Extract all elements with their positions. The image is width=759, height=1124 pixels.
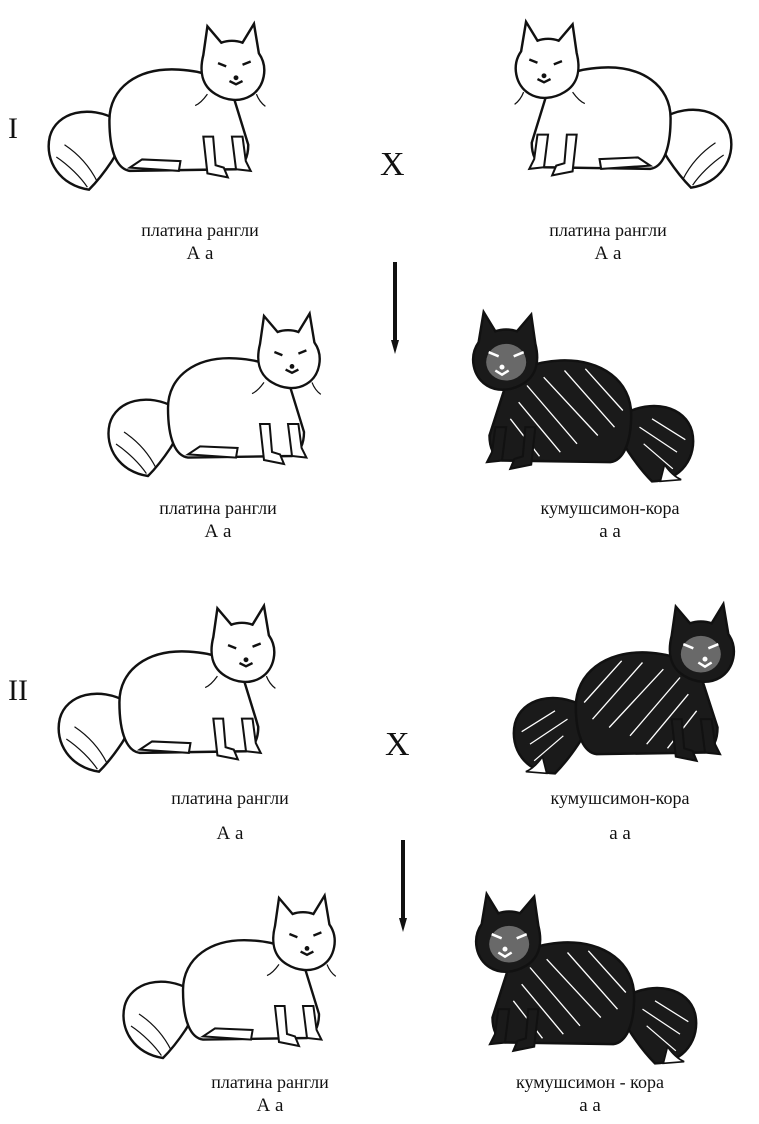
silver-black-fox-icon (505, 592, 755, 788)
offspring-label: кумушсимон-кора а а (495, 496, 725, 544)
silver-black-fox-icon (455, 882, 705, 1078)
platinum-fox-icon (115, 882, 355, 1074)
phenotype-label: кумушсимон-кора (540, 498, 680, 518)
cross-symbol: X (385, 726, 410, 763)
genotype-label: А а (186, 243, 214, 264)
silver-black-fox-icon (452, 300, 702, 496)
phenotype-label: платина рангли (549, 220, 667, 240)
down-arrow-icon (399, 840, 407, 932)
phenotype-label: платина рангли (159, 498, 277, 518)
parent-label: платина рангли А а (100, 218, 300, 266)
genotype-label: А а (256, 1095, 284, 1116)
offspring-label: платина рангли А а (118, 496, 318, 544)
platinum-fox-icon (40, 10, 285, 206)
down-arrow-icon (391, 262, 399, 354)
parent-label: платина рангли А а (508, 218, 708, 266)
phenotype-label: платина рангли (211, 1072, 329, 1092)
cross-numeral: I (8, 112, 18, 145)
cross-symbol: X (380, 146, 405, 183)
platinum-fox-icon (100, 300, 340, 492)
platinum-fox-icon (50, 592, 295, 788)
genotype-label: А а (216, 823, 244, 844)
phenotype-label: платина рангли (141, 220, 259, 240)
parent-label: платина рангли А а (130, 786, 330, 846)
phenotype-label: платина рангли (171, 788, 289, 808)
offspring-label: кумушсимон - кора а а (475, 1070, 705, 1118)
platinum-fox-icon (495, 8, 740, 204)
genotype-label: а а (579, 1095, 601, 1116)
genotype-label: а а (599, 521, 621, 542)
phenotype-label: кумушсимон - кора (516, 1072, 664, 1092)
phenotype-label: кумушсимон-кора (550, 788, 690, 808)
cross-numeral: II (8, 674, 28, 707)
genotype-label: А а (594, 243, 622, 264)
genotype-label: а а (609, 823, 631, 844)
parent-label: кумушсимон-кора а а (505, 786, 735, 846)
genotype-label: А а (204, 521, 232, 542)
offspring-label: платина рангли А а (170, 1070, 370, 1118)
